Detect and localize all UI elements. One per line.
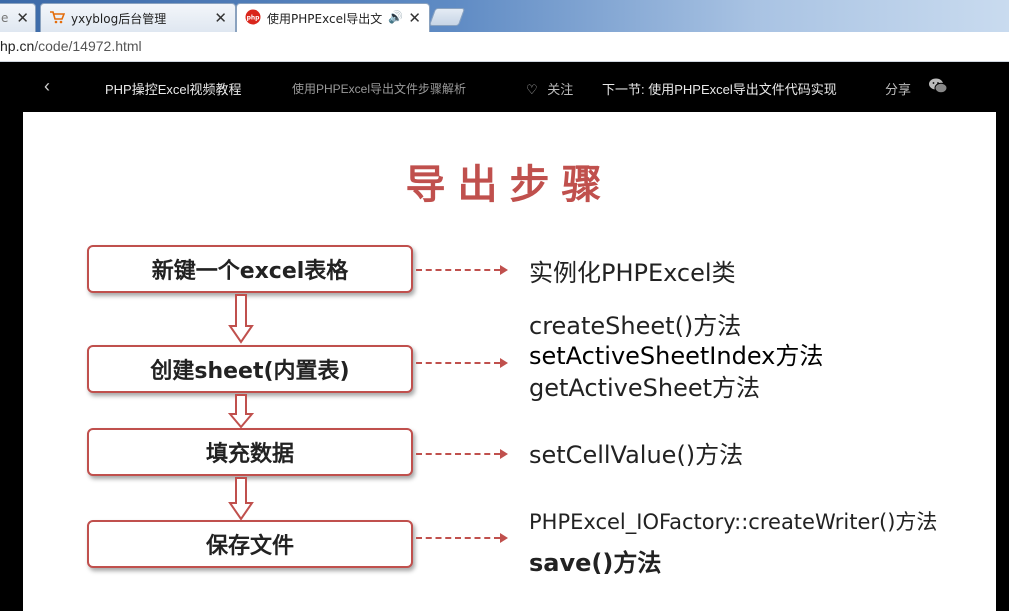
step-label: 创建sheet(内置表): [150, 359, 350, 384]
connector-arrowhead-icon: [500, 265, 508, 275]
close-icon[interactable]: ✕: [16, 9, 29, 27]
slide-canvas: 导出步骤 新键一个excel表格 创建sheet(内置表) 填充数据 保存文件 …: [23, 112, 996, 611]
speaker-icon[interactable]: 🔊: [388, 10, 403, 24]
step3-description: setCellValue()方法: [529, 441, 744, 469]
dashed-connector: [416, 269, 500, 271]
step-label: 新键一个excel表格: [151, 259, 349, 284]
step2-description-line2: setActiveSheetIndex方法: [529, 342, 824, 370]
url-path: /code/14972.html: [34, 38, 142, 54]
slide-title: 导出步骤: [405, 162, 614, 208]
step-box-save-file: 保存文件: [87, 520, 413, 568]
dashed-connector: [416, 362, 500, 364]
down-arrow-icon: [228, 394, 254, 428]
course-title-link[interactable]: PHP操控Excel视频教程: [105, 82, 242, 97]
browser-tab-strip: e ✕ yxyblog后台管理 ✕ php 使用PHPExcel导出文 🔊 ✕: [0, 0, 1009, 33]
down-arrow-icon: [228, 477, 254, 520]
browser-tab-3[interactable]: php 使用PHPExcel导出文 🔊 ✕: [236, 3, 430, 33]
step1-description: 实例化PHPExcel类: [529, 259, 736, 287]
down-arrow-icon: [228, 294, 254, 344]
step4-description-line2: save()方法: [529, 549, 662, 577]
step-label: 填充数据: [205, 442, 294, 467]
dashed-connector: [416, 537, 500, 539]
step-label: 保存文件: [205, 534, 294, 559]
share-label[interactable]: 分享: [885, 82, 912, 97]
new-tab-button[interactable]: [428, 8, 466, 26]
chevron-left-icon[interactable]: ‹: [44, 76, 50, 96]
lesson-title: 使用PHPExcel导出文件步骤解析: [292, 82, 467, 96]
address-bar[interactable]: hp.cn/code/14972.html: [0, 32, 1009, 62]
connector-arrowhead-icon: [500, 533, 508, 543]
connector-arrowhead-icon: [500, 358, 508, 368]
browser-tab-2[interactable]: yxyblog后台管理 ✕: [40, 3, 236, 32]
next-lesson-link[interactable]: 下一节: 使用PHPExcel导出文件代码实现: [602, 82, 837, 97]
step-box-create-workbook: 新键一个excel表格: [87, 245, 413, 293]
svg-text:php: php: [247, 15, 261, 22]
step-box-fill-data: 填充数据: [87, 428, 413, 476]
step2-description-line3: getActiveSheet方法: [529, 374, 761, 402]
video-nav-bar: ‹ PHP操控Excel视频教程 使用PHPExcel导出文件步骤解析 ♡ 关注…: [0, 62, 1009, 112]
browser-tab-1[interactable]: e ✕: [0, 3, 36, 32]
follow-button[interactable]: ♡ 关注: [526, 79, 573, 98]
step4-description-line1: PHPExcel_IOFactory::createWriter()方法: [529, 510, 938, 534]
tab-title: yxyblog后台管理: [71, 11, 167, 26]
step-box-create-sheet: 创建sheet(内置表): [87, 345, 413, 393]
url-field[interactable]: hp.cn/code/14972.html: [0, 38, 142, 54]
php-logo-icon: php: [245, 9, 261, 28]
dashed-connector: [416, 453, 500, 455]
follow-label: 关注: [547, 82, 574, 97]
connector-arrowhead-icon: [500, 449, 508, 459]
url-domain: hp.cn: [0, 38, 35, 54]
heart-icon: ♡: [526, 82, 538, 97]
close-icon[interactable]: ✕: [408, 9, 421, 27]
tab-title: 使用PHPExcel导出文: [267, 12, 383, 26]
wechat-icon[interactable]: [928, 77, 948, 98]
close-icon[interactable]: ✕: [214, 9, 227, 27]
tab-title: e: [1, 11, 9, 25]
step2-description-line1: createSheet()方法: [529, 312, 742, 340]
cart-icon: [49, 10, 66, 27]
